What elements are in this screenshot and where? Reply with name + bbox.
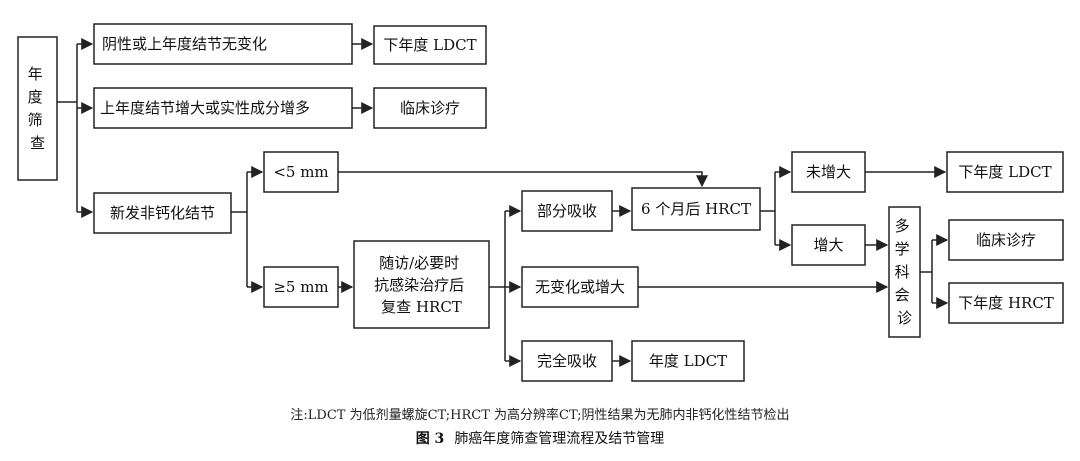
mdt-char-5: 诊 [897,309,912,327]
node-ge5-label: ≥5 mm [273,278,328,296]
node-no-change-grow: 无变化或增大 [521,266,639,308]
node-lt5: <5 mm [263,151,339,193]
node-grow-solid-label: 上年度结节增大或实性成分增多 [100,99,310,117]
node-lt5-label: <5 mm [273,163,328,181]
annual-char-3: 筛 [28,111,43,129]
node-mdt: 多 学 科 会 诊 [888,206,921,338]
node-followup: 随访/必要时 抗感染治疗后 复查 HRCT [353,240,490,329]
footnote: 注:LDCT 为低剂量螺旋CT;HRCT 为高分辨率CT;阴性结果为无肺内非钙化… [290,408,790,423]
annual-char-4: 查 [30,134,45,152]
followup-line-3: 复查 HRCT [381,298,462,316]
connectors [57,38,949,367]
node-enlarged: 增大 [791,224,866,266]
node-followup-label: 随访/必要时 抗感染治疗后 复查 HRCT [374,254,469,316]
node-hrct-right: 下年度 HRCT [948,282,1064,324]
node-clinic-right-label: 临床诊疗 [976,231,1036,249]
arrow-lt5-to-hrct6 [338,171,708,188]
node-not-enlarged-label: 未增大 [806,163,851,181]
node-ldct-top: 下年度 LDCT [373,25,487,65]
node-partial: 部分吸收 [521,190,613,232]
node-clinic-right: 临床诊疗 [948,219,1064,261]
mdt-char-4: 会 [895,286,910,304]
node-hrct6: 6 个月后 HRCT [631,187,761,231]
node-neg-no-change-label: 阴性或上年度结节无变化 [102,35,267,53]
figure-caption: 图 3 肺癌年度筛查管理流程及结节管理 [0,428,1080,448]
node-ldct-top-label: 下年度 LDCT [383,36,476,54]
figure-caption-label: 图 3 [415,431,445,447]
node-hrct6-label: 6 个月后 HRCT [641,200,751,218]
node-annual-screening-label: 年 度 筛 查 [28,65,48,152]
flowchart: 年 度 筛 查 阴性或上年度结节无变化 下年度 LDCT 上年度结节增大或实性成… [17,23,1064,382]
node-new-noncalc: 新发非钙化结节 [93,192,232,234]
node-new-noncalc-label: 新发非钙化结节 [110,204,215,222]
node-no-change-grow-label: 无变化或增大 [535,278,625,296]
node-ge5: ≥5 mm [263,266,339,308]
node-partial-label: 部分吸收 [537,202,597,220]
node-not-enlarged: 未增大 [791,151,866,193]
node-ldct-right: 下年度 LDCT [946,151,1064,193]
node-complete-label: 完全吸收 [537,352,597,370]
node-ldct-annual: 年度 LDCT [631,340,745,382]
node-mdt-label: 多 学 科 会 诊 [895,217,915,327]
figure-caption-title: 肺癌年度筛查管理流程及结节管理 [454,431,665,447]
mdt-char-1: 多 [895,217,910,235]
node-grow-solid: 上年度结节增大或实性成分增多 [93,87,353,129]
mdt-char-2: 学 [895,240,910,258]
node-neg-no-change: 阴性或上年度结节无变化 [93,23,353,65]
node-clinic-top: 临床诊疗 [373,87,487,129]
node-complete: 完全吸收 [521,340,613,382]
annual-char-1: 年 [28,65,43,83]
node-ldct-annual-label: 年度 LDCT [649,352,727,370]
followup-line-2: 抗感染治疗后 [374,276,464,294]
node-annual-screening: 年 度 筛 查 [17,36,58,181]
followup-line-1: 随访/必要时 [379,254,459,272]
node-ldct-right-label: 下年度 LDCT [958,163,1051,181]
node-clinic-top-label: 临床诊疗 [400,99,460,117]
node-hrct-right-label: 下年度 HRCT [958,294,1054,312]
annual-char-2: 度 [28,88,43,106]
mdt-char-3: 科 [895,263,910,281]
node-enlarged-label: 增大 [813,236,843,254]
